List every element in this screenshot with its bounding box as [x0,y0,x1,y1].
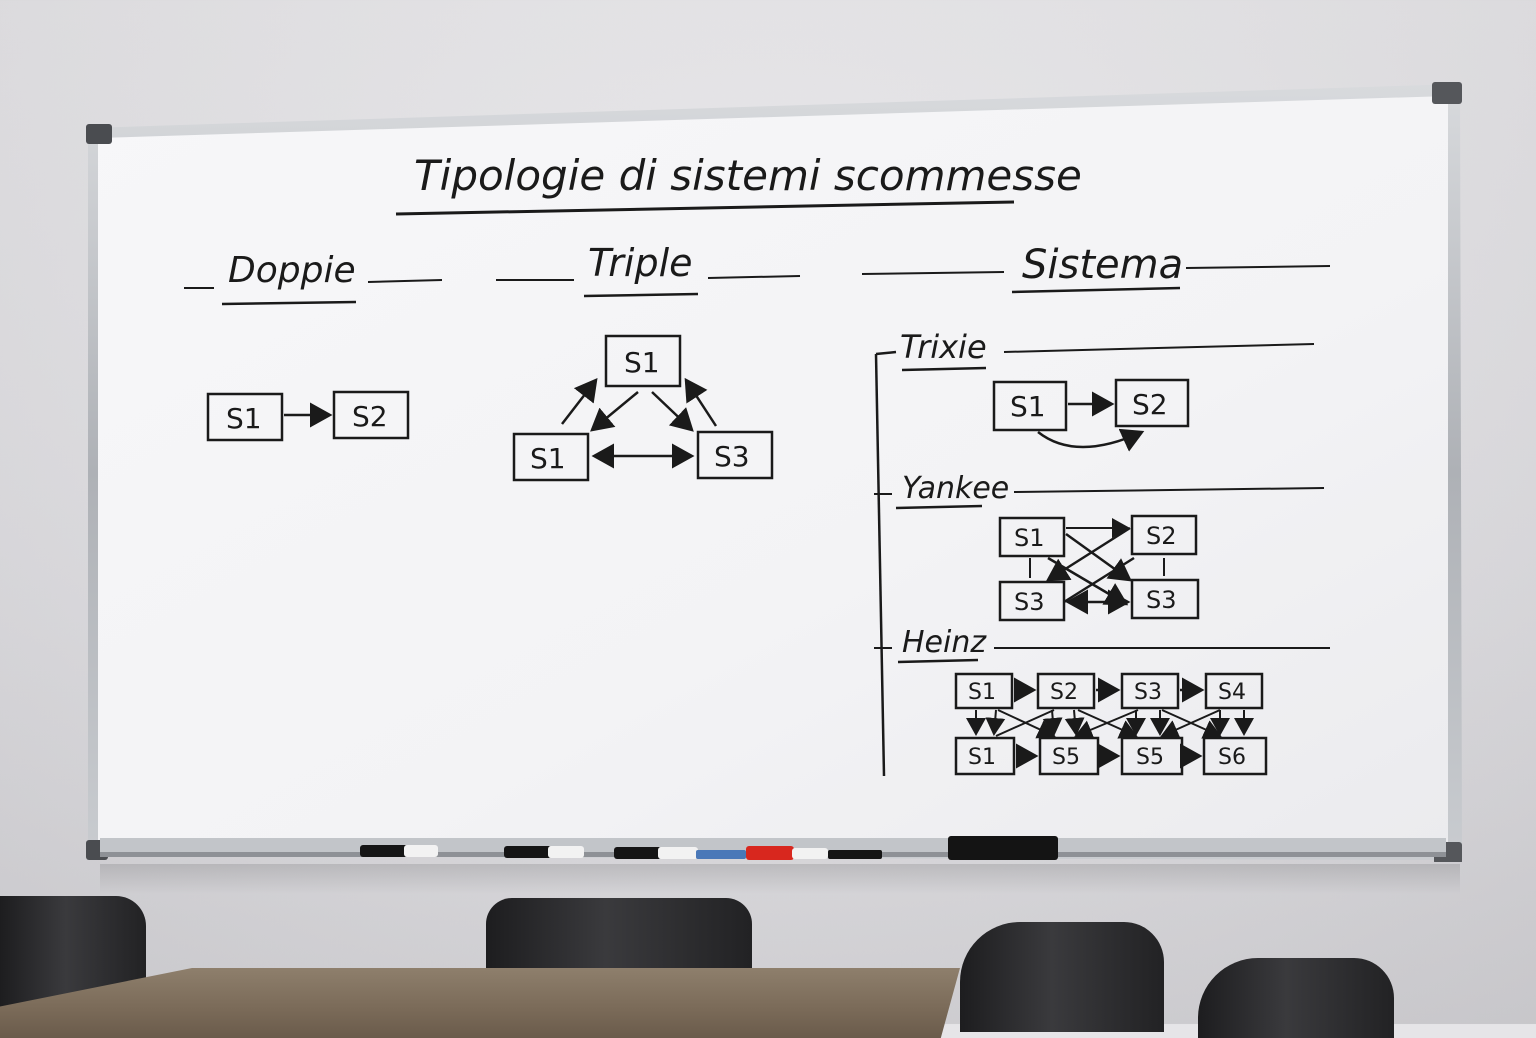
tray-markers [360,836,1058,860]
svg-text:S1: S1 [968,745,996,770]
eraser [948,836,1058,860]
subsection-heinz: Heinz S1 S2 S3 S4 S1 S5 [897,625,1330,776]
svg-text:Heinz: Heinz [902,625,987,660]
svg-text:Doppie: Doppie [228,250,356,291]
whiteboard: Tipologie di sistemi scommesse Doppie S1… [86,82,1464,862]
svg-text:Triple: Triple [588,241,693,285]
svg-text:S3: S3 [714,440,750,473]
svg-text:Yankee: Yankee [902,471,1009,506]
svg-text:S1: S1 [530,442,566,475]
svg-text:S3: S3 [1134,680,1162,705]
chair-right-1 [960,922,1164,1032]
board-shadow [100,864,1460,894]
svg-text:Trixie: Trixie [900,328,987,366]
svg-text:S1: S1 [1014,524,1045,552]
svg-text:S2: S2 [1050,680,1078,705]
board-title: Tipologie di sistemi scommesse [414,151,1082,200]
conference-table [0,968,960,1038]
corner-cap-tl [86,124,112,144]
svg-text:S6: S6 [1218,745,1246,770]
section-sistema: Sistema Trixie S1 S2 Yankee [861,242,1331,777]
corner-cap-tr [1432,82,1462,104]
subsection-trixie: Trixie S1 S2 [900,328,1315,452]
svg-text:S2: S2 [1146,522,1177,550]
svg-text:S3: S3 [1146,586,1177,614]
section-doppie: Doppie S1 S2 [184,250,443,442]
svg-text:S5: S5 [1136,745,1164,770]
svg-text:S5: S5 [1052,745,1080,770]
subsection-yankee: Yankee S1 S2 S3 S3 [895,471,1325,622]
svg-text:S1: S1 [624,346,660,379]
chair-right-2 [1198,958,1394,1038]
svg-text:S1: S1 [1010,390,1046,423]
svg-text:S2: S2 [352,400,388,433]
svg-text:S3: S3 [1014,588,1045,616]
svg-text:Sistema: Sistema [1022,242,1183,288]
svg-text:S1: S1 [226,402,262,435]
section-triple: Triple S1 S1 S3 [496,241,801,482]
svg-text:S4: S4 [1218,680,1246,705]
svg-text:S2: S2 [1132,388,1168,421]
svg-text:S1: S1 [968,680,996,705]
